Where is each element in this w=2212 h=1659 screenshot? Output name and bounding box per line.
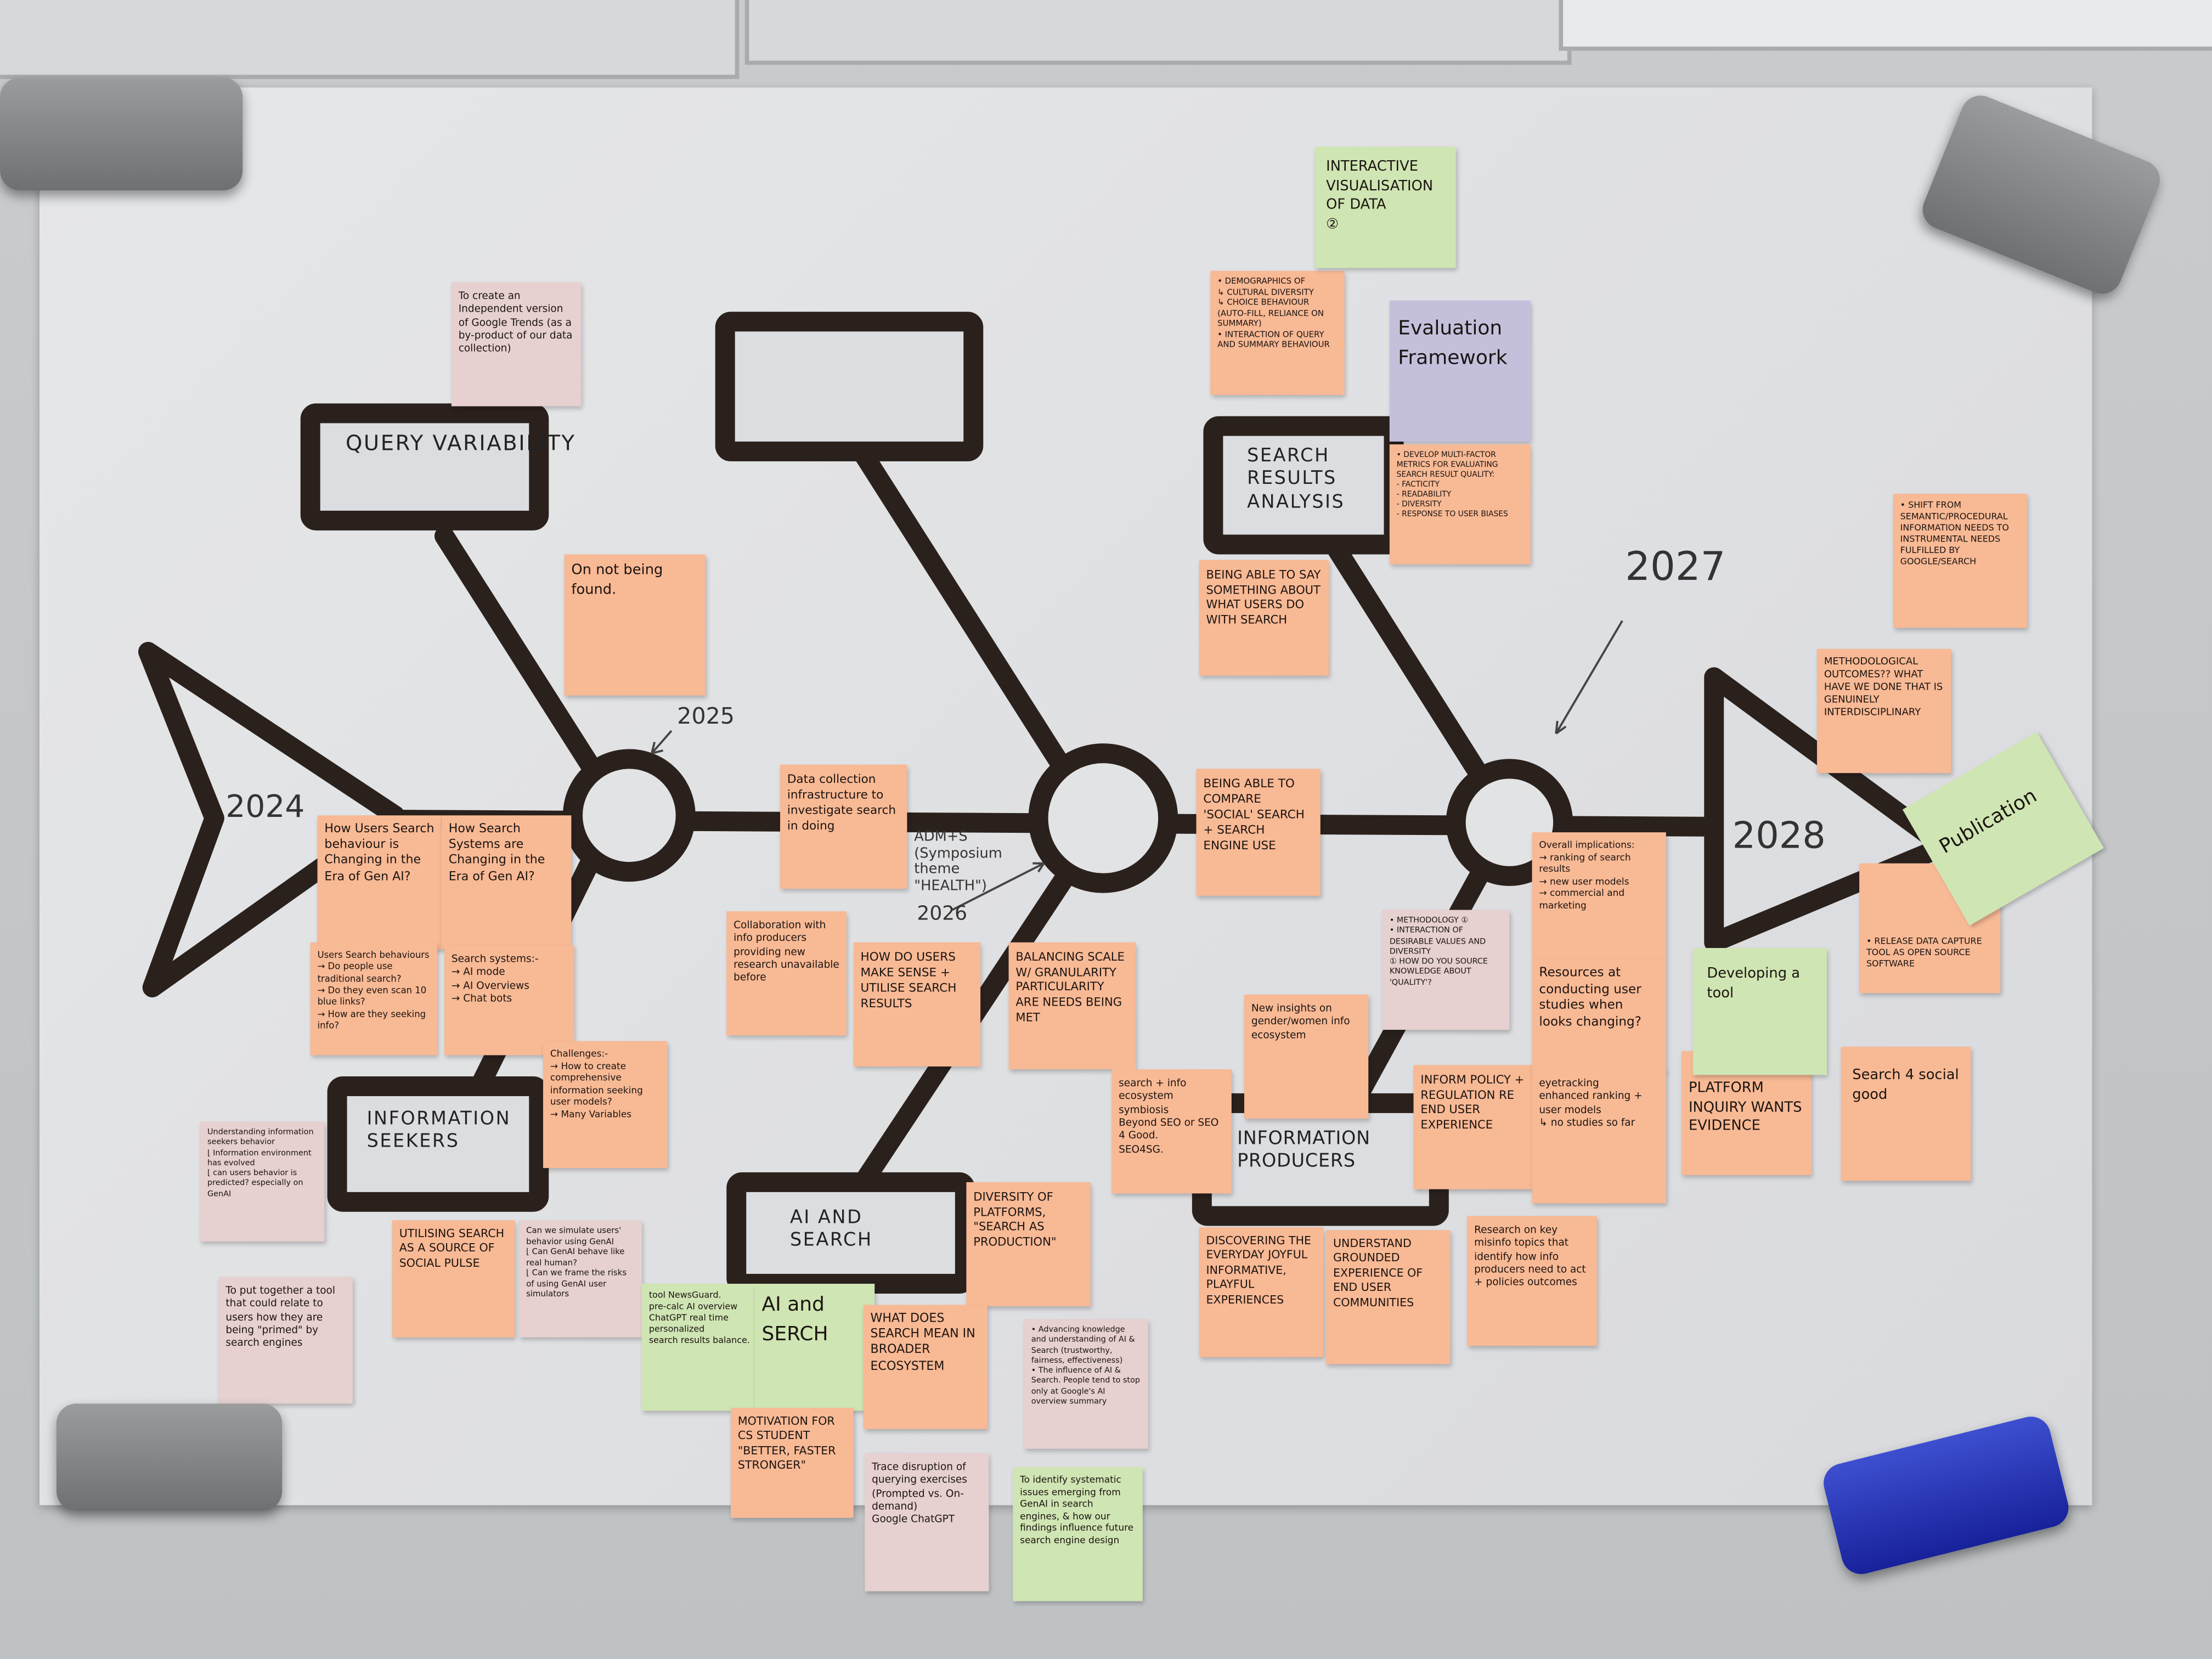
sticky-note: Evaluation Framework <box>1389 300 1531 442</box>
magnet-eraser <box>56 1403 283 1511</box>
milestone-circle-2025 <box>562 749 696 882</box>
sticky-note: INTERACTIVE VISUALISATION OF DATA ② <box>1314 146 1456 268</box>
sticky-note: UTILISING SEARCH AS A SOURCE OF SOCIAL P… <box>392 1220 515 1338</box>
year-2024: 2024 <box>225 789 305 826</box>
sticky-note: Search systems:- → AI mode → AI Overview… <box>444 945 574 1056</box>
label-ai-and-search: AI AND SEARCH <box>789 1207 873 1252</box>
sticky-note: BEING ABLE TO SAY SOMETHING ABOUT WHAT U… <box>1199 560 1329 676</box>
sticky-note: To create an Independent version of Goog… <box>451 282 582 407</box>
sticky-note: New insights on gender/women info ecosys… <box>1244 994 1369 1119</box>
sticky-note: Understanding information seekers behavi… <box>200 1121 325 1242</box>
sticky-note: • SHIFT FROM SEMANTIC/PROCEDURAL INFORMA… <box>1893 493 2028 628</box>
fish-tail <box>138 641 405 997</box>
sticky-note: • METHODOLOGY ① • INTERACTION OF DESIRAB… <box>1382 910 1510 1030</box>
category-box <box>715 312 984 461</box>
sticky-note: tool NewsGuard. pre-calc AI overview Cha… <box>641 1283 762 1411</box>
sticky-note: DIVERSITY OF PLATFORMS, "SEARCH AS PRODU… <box>966 1182 1091 1307</box>
category-box <box>327 1076 549 1212</box>
magnet-eraser <box>0 77 243 191</box>
sticky-note: To identify systematic issues emerging f… <box>1013 1467 1143 1601</box>
category-box <box>300 403 549 531</box>
sticky-note: METHODOLOGICAL OUTCOMES?? WHAT HAVE WE D… <box>1816 648 1951 774</box>
sticky-note: search + info ecosystem symbiosis Beyond… <box>1111 1069 1232 1194</box>
sticky-note: On not being found. <box>564 554 706 696</box>
sticky-note: Data collection infrastructure to invest… <box>780 764 907 889</box>
year-2028: 2028 <box>1732 815 1826 858</box>
arrow-2025 <box>651 730 673 754</box>
sticky-note: eyetracking enhanced ranking + user mode… <box>1532 1069 1666 1204</box>
sticky-note: MOTIVATION FOR CS STUDENT "BETTER, FASTE… <box>730 1408 854 1518</box>
sticky-note: DISCOVERING THE EVERYDAY JOYFUL INFORMAT… <box>1199 1227 1323 1357</box>
sticky-note: AI and SERCH <box>754 1283 875 1411</box>
year-2025: 2025 <box>677 702 735 730</box>
bone <box>434 526 602 779</box>
arrow-2027 <box>1555 620 1623 735</box>
sticky-note: How Users Search behaviour is Changing i… <box>317 815 442 950</box>
sticky-note: Challenges:- → How to create comprehensi… <box>543 1041 668 1169</box>
sticky-note: Trace disruption of querying exercises (… <box>865 1453 989 1592</box>
sticky-note: • DEMOGRAPHICS OF ↳ CULTURAL DIVERSITY ↳… <box>1210 270 1345 395</box>
sticky-note: Resources at conducting user studies whe… <box>1532 959 1666 1073</box>
label-search-results-analysis: SEARCH RESULTS ANALYSIS <box>1247 445 1345 513</box>
label-information-seekers: INFORMATION SEEKERS <box>366 1109 511 1153</box>
bone <box>1327 540 1488 783</box>
whiteboard-frame <box>1559 0 2212 51</box>
sticky-note: Developing a tool <box>1692 947 1827 1075</box>
whiteboard-frame <box>744 0 1572 65</box>
sticky-note: Collaboration with info producers provid… <box>726 911 847 1036</box>
milestone-circle-2026 <box>1028 743 1178 893</box>
sticky-note: Users Search behaviours → Do people use … <box>310 942 438 1056</box>
sticky-note: BALANCING SCALE W/ GRANULARITY PARTICULA… <box>1008 942 1136 1070</box>
year-2026: 2026 <box>917 902 968 926</box>
sticky-note: Can we simulate users' behavior using Ge… <box>519 1220 642 1338</box>
sticky-note: WHAT DOES SEARCH MEAN IN BROADER ECOSYST… <box>863 1305 988 1429</box>
year-2027: 2027 <box>1625 543 1726 590</box>
whiteboard-frame <box>0 0 740 79</box>
sticky-note: To put together a tool that could relate… <box>218 1277 353 1404</box>
sticky-note: UNDERSTAND GROUNDED EXPERIENCE OF END US… <box>1326 1230 1451 1364</box>
sticky-note: Research on key misinfo topics that iden… <box>1467 1216 1597 1346</box>
sticky-note: BEING ABLE TO COMPARE 'SOCIAL' SEARCH + … <box>1196 769 1321 896</box>
sticky-note: How Search Systems are Changing in the E… <box>441 815 572 950</box>
sticky-note: Search 4 social good <box>1841 1046 1971 1181</box>
sticky-note: Overall implications: → ranking of searc… <box>1532 832 1666 960</box>
symposium-annotation: ADM+S (Symposium theme "HEALTH") <box>914 829 1002 894</box>
sticky-note: • DEVELOP MULTI-FACTOR METRICS FOR EVALU… <box>1389 444 1531 565</box>
bone <box>853 444 1071 775</box>
label-query-variability: QUERY VARIABILITY <box>345 430 576 456</box>
label-information-producers: INFORMATION PRODUCERS <box>1237 1128 1370 1173</box>
arrow-2026 <box>951 862 1045 911</box>
sticky-note: • Advancing knowledge and understanding … <box>1024 1319 1149 1449</box>
sticky-note: INFORM POLICY + REGULATION RE END USER E… <box>1413 1065 1534 1189</box>
sticky-note: HOW DO USERS MAKE SENSE + UTILISE SEARCH… <box>853 942 981 1066</box>
